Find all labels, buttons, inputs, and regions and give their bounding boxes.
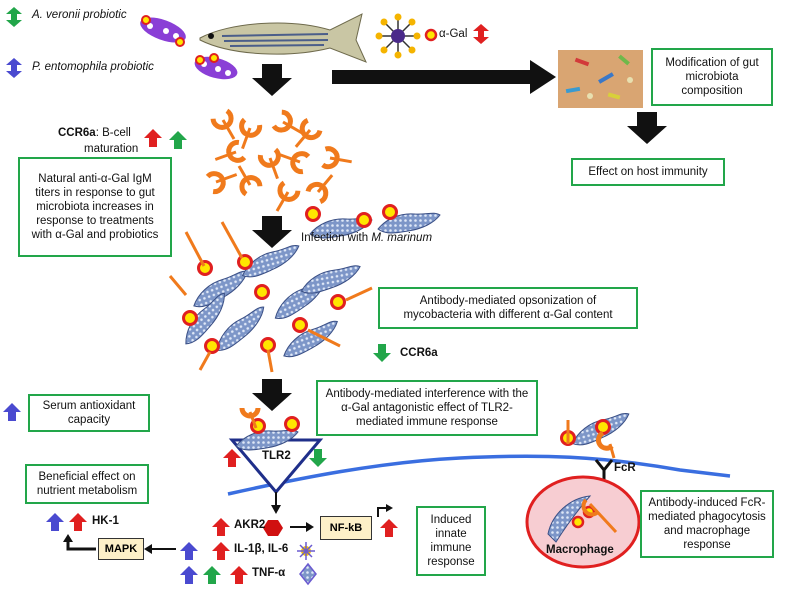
macrophage-cell [525,475,641,569]
p-entomophila-updown-icon [6,58,22,78]
tlr2-label: TLR2 [262,450,291,462]
opsonization-box: Antibody-mediated opsonization of mycoba… [378,287,638,329]
tnf-diamond-icon [299,562,317,586]
alpha-gal-label: α-Gal [439,28,468,40]
il-up-blue-icon [180,542,198,560]
il-label: IL-1β, IL-6 [234,543,289,555]
serum-box: Serum antioxidant capacity [28,394,150,432]
hk1-up-blue-icon [46,513,64,531]
right-arrow-microbiota [332,60,556,94]
microbiota-image [558,50,643,108]
fcr-opsonized-bacterium [560,411,634,459]
mapk-box: MAPK [98,538,144,560]
infection-label: Infection with M. marinum [301,232,433,244]
zebrafish-icon [199,13,367,63]
tlr2-up-red-icon [223,449,241,467]
akr2-up-icon [212,518,230,536]
antibody-cluster [207,110,353,215]
fcr-label: FcR [614,462,636,474]
nutrient-box: Beneficial effect on nutrient metabolism [25,464,149,504]
macrophage-label: Macrophage [546,544,614,556]
alpha-gal-nanoparticle-icon [375,13,421,59]
ccr6a-up-red-icon [144,129,162,147]
hk1-label: HK-1 [92,515,119,527]
tlr2-receptor [228,407,324,495]
down-arrow-2 [252,216,292,248]
serum-up-icon [3,403,21,421]
il-up-red-icon [212,542,230,560]
a-veronii-bacteria-icon [140,15,186,47]
akr2-label: AKR2 [234,519,266,531]
ccr6a-maturation-label: maturation [84,143,139,155]
tnf-up-red-icon [230,566,248,584]
tnf-up-blue-icon [180,566,198,584]
hk1-up-red-icon [69,513,87,531]
tnf-up-green-icon [203,566,221,584]
ccr6a-down-icon [373,344,391,362]
a-veronii-label: A. veronii probiotic [32,9,127,21]
alpha-gal-legend-icon [424,28,438,42]
p-entomophila-bacteria-icon [194,53,238,80]
natural-igm-box: Natural anti-α-Gal IgM titers in respons… [18,157,172,257]
ccr6a-down-label: CCR6a [400,347,438,359]
innate-response-box: Induced innate immune response [416,506,486,576]
down-arrow-3 [252,379,292,411]
il-star-icon [297,542,315,560]
opsonized-mycobacteria-cluster [168,221,373,373]
tnf-label: TNF-α [252,567,286,579]
mapk-to-hk1-line [66,540,96,551]
p-entomophila-label: P. entomophila probiotic [32,61,154,73]
nfkb-up-icon [380,519,398,537]
host-immunity-box: Effect on host immunity [571,158,725,186]
ccr6a-label: CCR6a: B-cell [58,127,131,139]
interference-box: Antibody-mediated interference with the … [316,380,538,436]
cell-membrane [227,454,731,496]
ccr6a-up-green-icon [169,131,187,149]
fcr-response-box: Antibody-induced FcR-mediated phagocytos… [640,490,774,558]
down-arrow-1 [252,64,292,96]
akr2-hexagon-icon [263,520,283,536]
down-arrow-microbiota [627,112,667,144]
modification-box: Modification of gut microbiota compositi… [651,48,773,106]
alpha-gal-updown-icon [473,24,489,44]
a-veronii-updown-icon [6,7,22,27]
nfkb-box: NF-kB [320,516,372,540]
